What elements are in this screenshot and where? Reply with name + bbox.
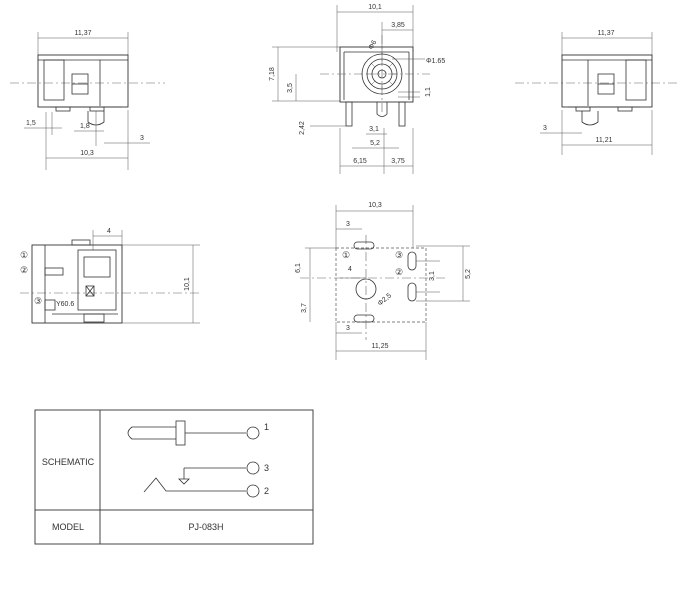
dim-pcb-center: 4 [348, 266, 352, 273]
side-pin-marker-3: ③ [34, 296, 42, 306]
dim-top-width: 10,1 [368, 4, 382, 11]
dim-pcb-width: 10,3 [368, 202, 382, 209]
pcb-pin-marker-2: ② [395, 267, 403, 277]
dim-top-base-left: 6,15 [353, 158, 367, 165]
pin-2-label: 2 [264, 486, 269, 496]
dim-top-height: 7,18 [269, 67, 276, 81]
dim-pcb-hole: Φ2,5 [377, 292, 393, 307]
pcb-pin-marker-3: ③ [395, 250, 403, 260]
dim-top-pin-pitch: 5,2 [370, 140, 380, 147]
view-side: 4 Y60.6 ① ② ③ 10,1 [20, 228, 200, 324]
dim-top-pin-h: 2,42 [299, 121, 306, 135]
dim-pcb-slot: 3 [346, 221, 350, 228]
spec-table: SCHEMATIC MODEL PJ-083H 1 3 2 [34, 409, 314, 545]
pin-1-label: 1 [264, 422, 269, 432]
dim-front-depth: 10,3 [80, 150, 94, 157]
schematic-label: SCHEMATIC [42, 457, 95, 467]
dim-front-width: 11,37 [75, 30, 92, 37]
pcb-pin-marker-1: ① [342, 250, 350, 260]
dim-hole-small: Φ1.65 [426, 58, 445, 65]
dim-right-width: 11,37 [598, 30, 615, 37]
dim-top-center: 3,5 [287, 83, 294, 93]
side-label: Y60.6 [56, 301, 74, 308]
dim-pcb-height: 6,1 [295, 263, 302, 273]
view-front-left: 11,37 1,5 1,8 3 10,3 [10, 30, 165, 170]
model-value: PJ-083H [188, 522, 223, 532]
dim-side-top: 4 [107, 228, 111, 235]
view-pcb-layout: 10,3 3 Φ2,5 4 ③ ② ① 6,1 3,7 3,1 5,2 3 11… [295, 202, 472, 360]
dim-top-pin-w: 1,1 [425, 87, 432, 97]
dim-right-depth: 11,21 [596, 137, 613, 144]
view-top: 10,1 3,85 7,18 3,5 Φ1.65 Φ6 1,1 [269, 4, 445, 174]
dim-pcb-bottom-slot: 3 [346, 325, 350, 332]
dim-top-pin-gap: 3,1 [369, 126, 379, 133]
dim-pcb-right: 5,2 [465, 269, 472, 279]
pin-3-label: 3 [264, 463, 269, 473]
dim-pcb-total: 11,25 [372, 343, 389, 350]
dim-pcb-lower: 3,7 [301, 303, 308, 313]
dim-offset-18: 1,8 [80, 123, 90, 130]
side-pin-marker-2: ② [20, 265, 28, 275]
dim-pcb-slot-w: 3,1 [429, 271, 436, 281]
dim-hole-large: Φ6 [368, 39, 379, 51]
dim-right-pin: 3 [543, 125, 547, 132]
side-pin-marker-1: ① [20, 250, 28, 260]
dim-top-right: 3,85 [391, 22, 405, 29]
dim-top-base-right: 3,75 [391, 158, 405, 165]
dim-offset-15: 1,5 [26, 120, 36, 127]
dim-side-height: 10,1 [184, 277, 191, 291]
schematic-symbol: 1 3 2 [127, 420, 269, 498]
model-label: MODEL [52, 522, 84, 532]
dim-offset-3: 3 [140, 135, 144, 142]
view-right: 11,37 3 11,21 [515, 30, 680, 155]
